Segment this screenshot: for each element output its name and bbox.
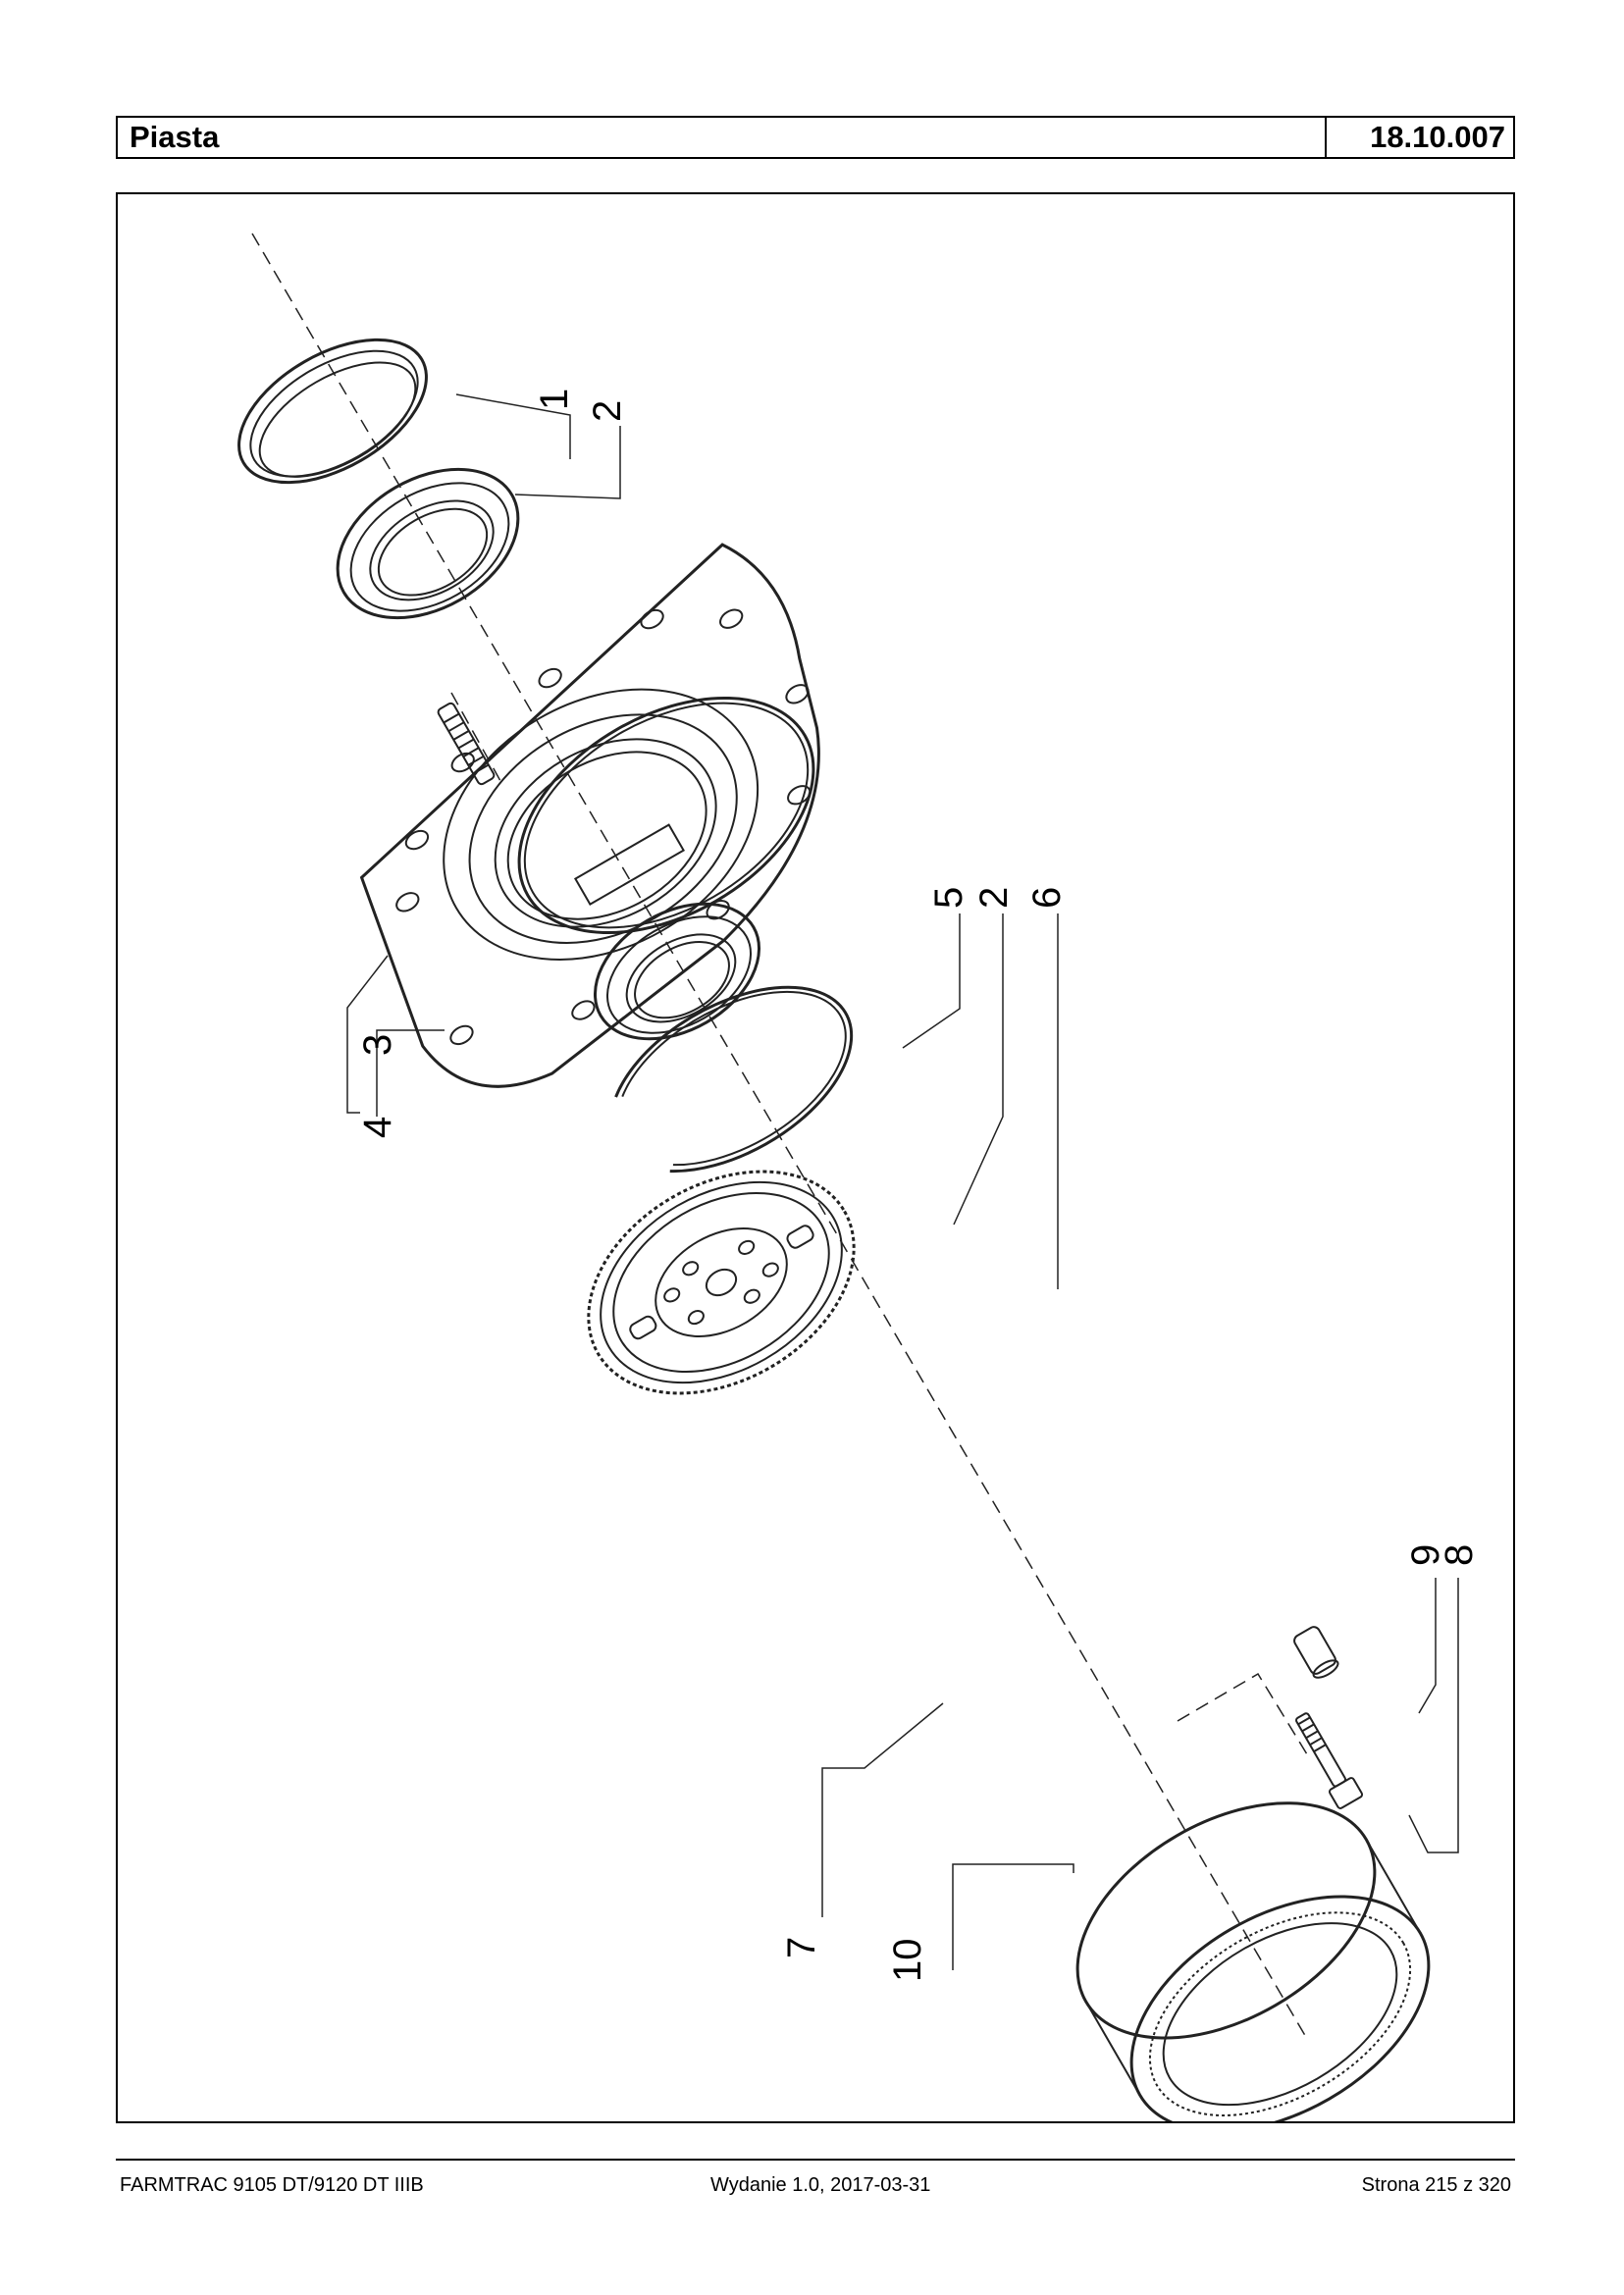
callout-6-label: 6 bbox=[1025, 887, 1069, 909]
page-header: Piasta 18.10.007 bbox=[116, 116, 1515, 159]
stud-axis-line bbox=[450, 692, 501, 782]
callout-10-label: 10 bbox=[886, 1939, 929, 1983]
footer-model: FARMTRAC 9105 DT/9120 DT IIIB bbox=[120, 2174, 424, 2196]
leader-part-9 bbox=[1418, 1578, 1437, 1714]
page-title: Piasta bbox=[130, 120, 220, 154]
leader-part-10 bbox=[952, 1863, 1074, 1970]
callout-7-label: 7 bbox=[780, 1937, 823, 1958]
callout-9: 9 bbox=[1404, 1544, 1447, 1566]
callout-10: 10 bbox=[886, 1939, 929, 1983]
callout-5-label: 5 bbox=[927, 887, 970, 909]
part-2-bearing-upper bbox=[336, 467, 520, 620]
part-9-bushing bbox=[1293, 1626, 1339, 1679]
part-1-seal bbox=[237, 338, 428, 485]
exploded-view-drawing: 1 2 4 3 5 2 6 9 8 7 10 bbox=[237, 233, 1481, 2121]
part-3-stud bbox=[437, 702, 496, 786]
leader-part-4 bbox=[346, 955, 389, 1114]
leader-part-2-upper bbox=[514, 426, 621, 499]
callout-6: 6 bbox=[1025, 887, 1069, 909]
footer-rule bbox=[116, 2159, 1515, 2161]
leader-part-5 bbox=[902, 913, 961, 1049]
callout-2-lower: 2 bbox=[972, 887, 1016, 909]
section-code: 18.10.007 bbox=[1325, 118, 1513, 157]
callout-2-upper: 2 bbox=[586, 400, 629, 422]
leader-part-7 bbox=[821, 1702, 944, 1917]
callout-7: 7 bbox=[780, 1937, 823, 1958]
drawing-frame: 1 2 4 3 5 2 6 9 8 7 10 bbox=[116, 192, 1515, 2123]
callout-4: 4 bbox=[356, 1117, 399, 1138]
bolt-axis-line bbox=[1177, 1672, 1308, 1755]
callout-1-label: 1 bbox=[533, 389, 576, 410]
callout-4-label: 4 bbox=[356, 1117, 399, 1138]
part-2-bearing-lower bbox=[593, 902, 761, 1041]
part-10-ring-gear bbox=[1075, 1801, 1431, 2121]
callout-8-label: 8 bbox=[1438, 1544, 1481, 1566]
leader-part-1 bbox=[455, 393, 571, 459]
footer-page: Strona 215 z 320 bbox=[1361, 2174, 1511, 2196]
callout-8: 8 bbox=[1438, 1544, 1481, 1566]
part-7-gear-carrier bbox=[587, 1170, 856, 1395]
callout-3-label: 3 bbox=[356, 1034, 399, 1056]
leader-part-2-lower bbox=[953, 913, 1004, 1226]
footer-edition: Wydanie 1.0, 2017-03-31 bbox=[710, 2174, 931, 2196]
callout-1: 1 bbox=[533, 389, 576, 410]
callout-5: 5 bbox=[927, 887, 970, 909]
callout-2-upper-label: 2 bbox=[586, 400, 629, 422]
part-5-o-ring bbox=[517, 696, 815, 935]
callout-2-lower-label: 2 bbox=[972, 887, 1016, 909]
callout-3: 3 bbox=[356, 1034, 399, 1056]
leader-part-8 bbox=[1408, 1578, 1459, 1853]
page-footer: FARMTRAC 9105 DT/9120 DT IIIB Wydanie 1.… bbox=[116, 2171, 1515, 2199]
callout-9-label: 9 bbox=[1404, 1544, 1447, 1566]
part-8-bolt bbox=[1295, 1712, 1364, 1809]
leader-part-3 bbox=[376, 1029, 445, 1117]
part-6-snap-ring bbox=[614, 985, 854, 1174]
